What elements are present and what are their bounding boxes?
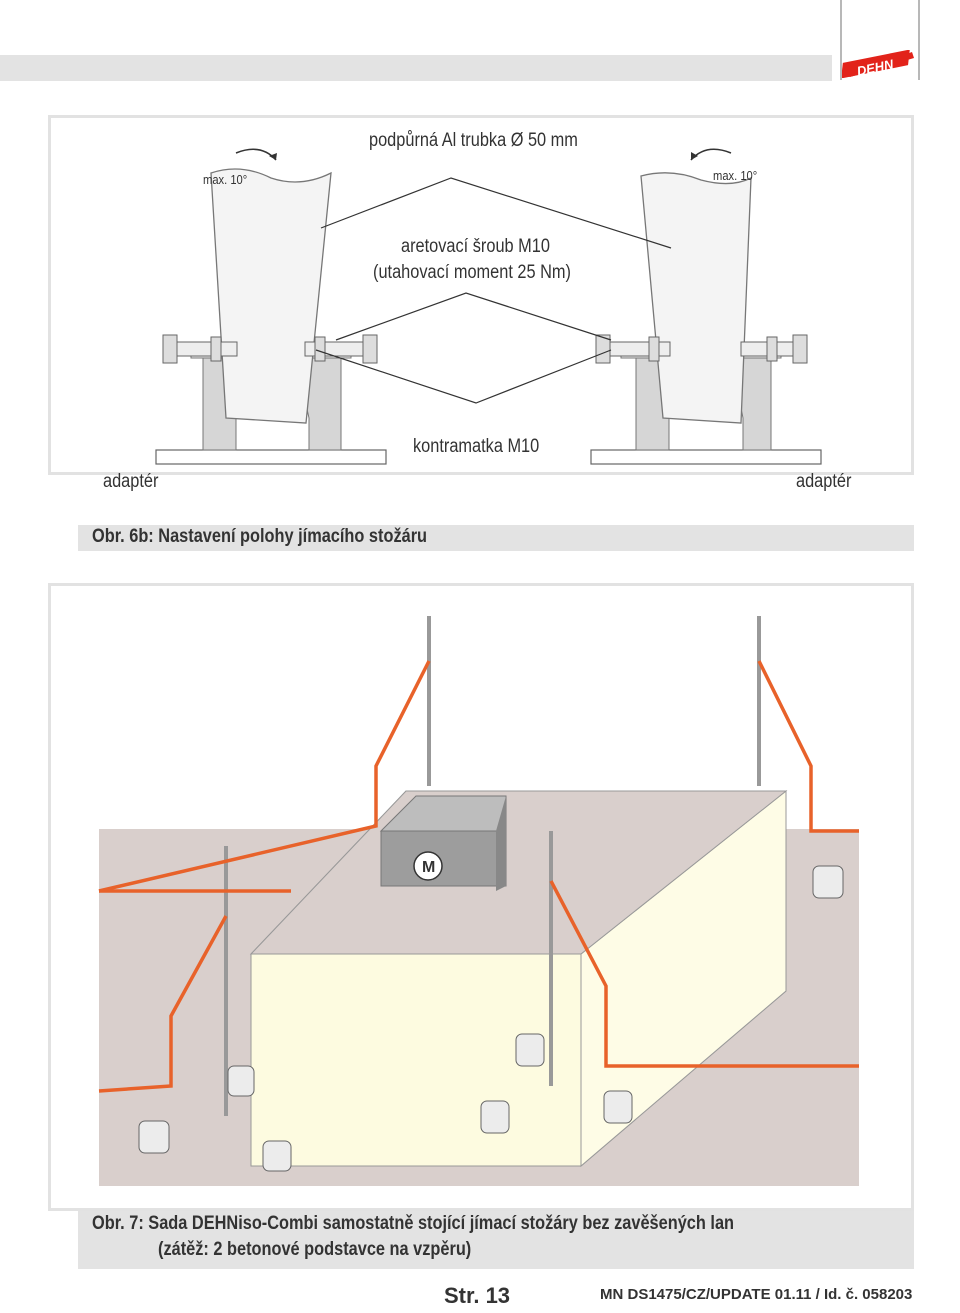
label-screw-line1: aretovací šroub M10 (401, 236, 550, 257)
label-angle-right: max. 10° (713, 168, 758, 183)
tube-right (640, 172, 752, 424)
header-bar (0, 55, 832, 81)
tube-left (210, 168, 332, 424)
conductors (98, 660, 859, 1093)
screw-right-inner (595, 334, 671, 364)
motor-label: M (422, 859, 435, 876)
screw-left-outer (162, 334, 238, 364)
mast-adjustment-diagram (155, 148, 822, 465)
screw-right-outer (740, 334, 808, 364)
label-screw-line2: (utahovací moment 25 Nm) (373, 262, 571, 283)
header-divider-right (918, 0, 920, 80)
brand-text: DEHN (855, 56, 895, 78)
label-locknut: kontramatka M10 (413, 436, 540, 457)
motor-symbol (413, 851, 443, 881)
figure-6b-frame: podpůrná Al trubka Ø 50 mm max. 10° max.… (48, 115, 914, 492)
concrete-bases (138, 865, 844, 1172)
caption-6b: Obr. 6b: Nastavení polohy jímacího stožá… (92, 526, 428, 547)
label-tube: podpůrná Al trubka Ø 50 mm (369, 130, 578, 151)
dehn-logo: DEHN (842, 50, 914, 78)
header-divider (840, 0, 842, 80)
base-plate-right (590, 449, 822, 465)
caption-7-line2: (zátěž: 2 betonové podstavce na vzpěru) (158, 1239, 472, 1260)
label-angle-left: max. 10° (203, 172, 248, 187)
figure-7-frame: M (48, 583, 914, 1211)
leader-screw (335, 292, 612, 341)
motor-box-front (380, 830, 507, 887)
label-adapter-right: adaptér (796, 471, 852, 492)
leader-locknut (315, 349, 612, 404)
label-adapter-left: adaptér (103, 471, 159, 492)
caption-bar-6b: Obr. 6b: Nastavení polohy jímacího stožá… (78, 525, 914, 551)
leader-tube (320, 177, 672, 249)
caption-7-line1: Obr. 7: Sada DEHNiso-Combi samostatně st… (92, 1213, 735, 1234)
page-number: Str. 13 (444, 1283, 511, 1308)
screw-left-inner (304, 334, 378, 364)
caption-bar-7: Obr. 7: Sada DEHNiso-Combi samostatně st… (78, 1211, 914, 1269)
base-plate-left (155, 449, 387, 465)
roof-mast-illustration: M (98, 616, 859, 1186)
document-id: MN DS1475/CZ/UPDATE 01.11 / Id. č. 05820… (600, 1286, 913, 1303)
